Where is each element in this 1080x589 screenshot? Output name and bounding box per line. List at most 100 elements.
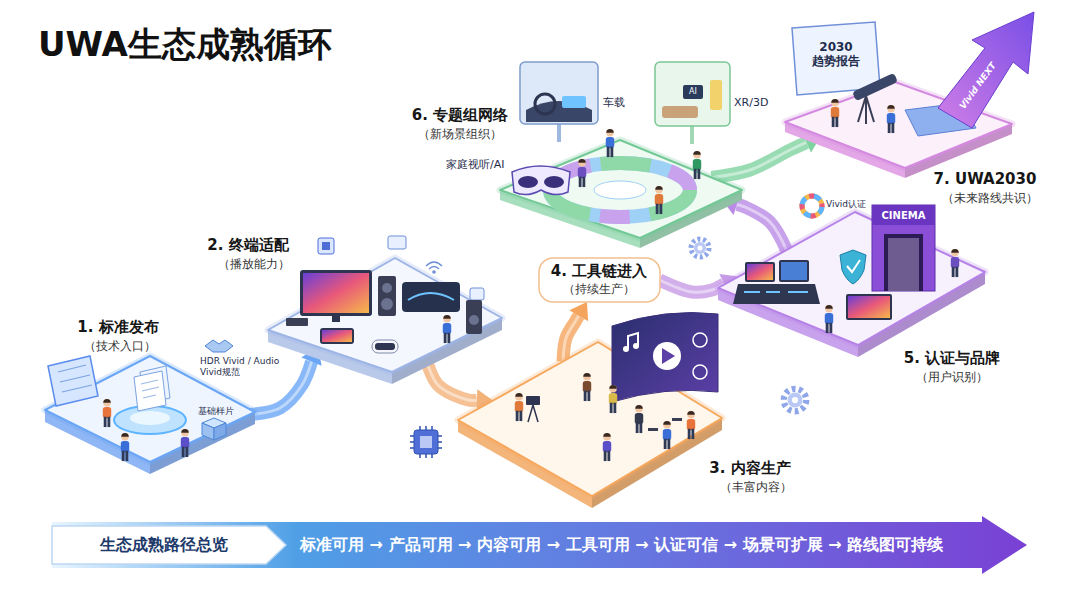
- diagram-title: UWA生态成熟循环: [38, 24, 332, 65]
- stage5-art: [840, 250, 866, 284]
- stage3-art: [623, 346, 629, 352]
- stage-title: 6. 专题组网络: [412, 106, 508, 124]
- stage-platform-outline: [40, 312, 265, 478]
- platform-top: [268, 258, 502, 372]
- stage1-art: [214, 423, 226, 440]
- arrow-sign: Vivid NEXT: [957, 61, 998, 112]
- stage2-art: [466, 300, 482, 334]
- stage6-art: [512, 166, 570, 195]
- stage7-art: [938, 12, 1034, 128]
- stage5-art: [848, 296, 890, 318]
- stage6-art: [693, 151, 701, 179]
- stage2-art: [443, 315, 451, 343]
- ribbon-highlight: [712, 142, 807, 177]
- report-title: 2030 趋势报告: [805, 40, 867, 69]
- stage6-art: [578, 159, 586, 187]
- stage6-art: [710, 80, 722, 110]
- ribbon-path: [712, 142, 807, 177]
- ribbon-path: [737, 204, 787, 250]
- stage5-art: [747, 264, 773, 280]
- stage7-art: [858, 96, 874, 124]
- chip-icon: [410, 426, 442, 458]
- stage2-art: [388, 236, 406, 249]
- stage5-art: [884, 234, 923, 291]
- ribbon-highlight: [250, 362, 312, 415]
- stage1-art: [130, 411, 170, 425]
- ribbon-path: [660, 280, 725, 292]
- stage3-art: [526, 396, 540, 405]
- stage3-art: [693, 365, 707, 379]
- stage1-art: [114, 406, 186, 434]
- stage2-art: [469, 315, 479, 325]
- stage-tag: 4. 工具链进入（持续生产）: [539, 258, 660, 302]
- stage2-art: [426, 262, 442, 269]
- stage5-art: [779, 260, 809, 282]
- stage5-art: [872, 205, 935, 225]
- chip-icon: [414, 430, 438, 454]
- stage5-art: [745, 262, 775, 282]
- stage5-art: [872, 205, 935, 291]
- stage3-art: [583, 373, 591, 401]
- sample-label: 基础样片: [198, 406, 234, 417]
- stage6-art: [594, 181, 646, 199]
- gear-icon: [784, 389, 807, 412]
- gear-icon: [698, 246, 703, 251]
- stage3-art: [672, 418, 682, 421]
- stage3-art: [693, 333, 707, 347]
- stage5-art: [733, 284, 820, 304]
- path-summary: 标准可用 → 产品可用 → 内容可用 → 工具可用 → 认证可信 → 场景可扩展…: [300, 535, 943, 554]
- stage1-art: [141, 380, 159, 398]
- stage5-art: [802, 196, 822, 216]
- arrow-head: [569, 302, 588, 321]
- stage3-art: [662, 348, 675, 364]
- stage6-art: [520, 62, 598, 124]
- stage5-art: [888, 238, 919, 291]
- stage7-art: [831, 99, 839, 127]
- chip-icon: [420, 436, 432, 448]
- stage3-art: [635, 405, 643, 433]
- stage1-art: [103, 399, 111, 427]
- stage2-art: [303, 273, 369, 313]
- stage7-art: [852, 73, 898, 102]
- stage3-art: [653, 342, 681, 370]
- ribbon-highlight: [737, 204, 787, 250]
- stage3-art: [515, 313, 718, 462]
- scene-label: 家庭视听/AI: [446, 158, 504, 171]
- stage1-art: [121, 433, 129, 461]
- stage1-art: [202, 423, 214, 440]
- stage2-art: [318, 238, 334, 254]
- stage-title: 3. 内容生产: [709, 459, 790, 477]
- scene-label: 车载: [603, 96, 625, 109]
- stage-platform-outline: [405, 55, 745, 250]
- scene-label: XR/3D: [734, 96, 768, 109]
- stage2-art: [286, 236, 484, 353]
- overview-pill: 生态成熟路径总览: [52, 526, 286, 564]
- stage6-art: [557, 124, 561, 142]
- stage2-art: [286, 318, 308, 326]
- stage2-art: [470, 288, 484, 300]
- badge-label: Vivid认证: [826, 199, 866, 210]
- stage5-art: [847, 260, 860, 272]
- stage5-art: [744, 291, 808, 293]
- stage1-art: [202, 418, 226, 428]
- stage5-art: [846, 294, 892, 320]
- screen-label: AI: [689, 87, 697, 97]
- platform-top: [718, 212, 985, 345]
- band-outline: [52, 516, 1027, 574]
- stage-platform: 5. 认证与品牌（用户识别）: [712, 185, 1005, 390]
- stage-subtitle: （用户识别）: [916, 370, 988, 384]
- stage5-art: [825, 305, 833, 333]
- stage2-art: [432, 270, 436, 274]
- stage-subtitle: （未来路线共识）: [942, 191, 1038, 205]
- stage3-art: [528, 405, 538, 422]
- gear-icon: [784, 389, 807, 412]
- ribbon-highlight: [660, 280, 725, 292]
- stage-title: 2. 终端适配: [207, 236, 288, 254]
- spec-label: HDR Vivid / Audio Vivid规范: [200, 356, 284, 378]
- stage6-art: [662, 106, 698, 118]
- tag-outline: [539, 258, 660, 302]
- stage7-art: [792, 22, 880, 95]
- stage5-art: [802, 196, 822, 216]
